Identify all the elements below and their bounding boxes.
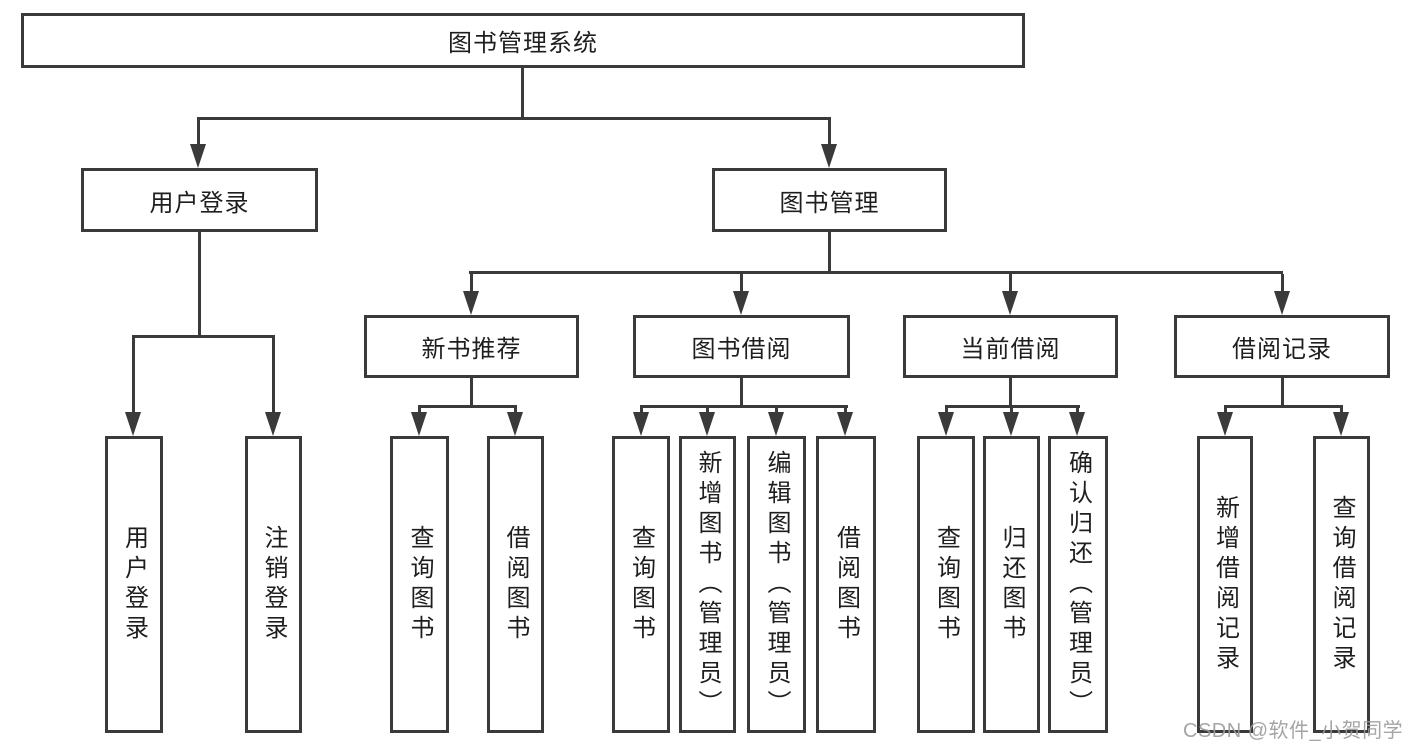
leaf-edit-books-admin-label: 编辑图书（管理员） xyxy=(763,449,790,720)
node-root: 图书管理系统 xyxy=(21,13,1025,68)
arrowhead-down xyxy=(265,412,281,436)
leaf-add-books-admin-label: 新增图书（管理员） xyxy=(694,449,721,720)
node-user-login: 用户登录 xyxy=(81,168,318,232)
csdn-watermark: CSDN @软件_小贺同学 xyxy=(1183,720,1404,742)
connector-hline xyxy=(197,117,831,120)
connector-vline xyxy=(1009,378,1012,405)
leaf-add-borrow-record: 新增借阅记录 xyxy=(1197,436,1253,733)
connector-hline xyxy=(469,271,1283,274)
connector-vline xyxy=(521,68,524,117)
connector-vline xyxy=(740,274,743,293)
arrowhead-down xyxy=(1217,412,1233,436)
leaf-query-books-borrowing: 查询图书 xyxy=(612,436,670,733)
arrowhead-down xyxy=(411,412,427,436)
leaf-add-books-admin: 新增图书（管理员） xyxy=(679,436,736,733)
connector-vline xyxy=(470,378,473,405)
connector-hline xyxy=(640,405,848,408)
connector-vline xyxy=(740,378,743,405)
arrowhead-down xyxy=(1003,412,1019,436)
leaf-query-borrow-record: 查询借阅记录 xyxy=(1313,436,1370,733)
node-user-login-label: 用户登录 xyxy=(149,189,250,217)
connector-vline xyxy=(1281,274,1284,293)
node-root-label: 图书管理系统 xyxy=(448,30,598,57)
leaf-confirm-return-admin-label: 确认归还（管理员） xyxy=(1064,449,1092,720)
node-new-book-recommendation-label: 新书推荐 xyxy=(421,336,522,363)
node-new-book-recommendation: 新书推荐 xyxy=(364,315,579,378)
leaf-query-books-recommend: 查询图书 xyxy=(390,436,449,733)
node-book-management-label: 图书管理 xyxy=(779,189,880,217)
leaf-return-books: 归还图书 xyxy=(983,436,1040,733)
leaf-query-books-current-label: 查询图书 xyxy=(932,524,960,645)
leaf-borrow-books: 借阅图书 xyxy=(816,436,876,733)
leaf-return-books-label: 归还图书 xyxy=(998,524,1025,645)
arrowhead-down xyxy=(1274,291,1290,315)
arrowhead-down xyxy=(190,144,206,168)
connector-vline xyxy=(1281,378,1284,405)
arrowhead-down xyxy=(1002,291,1018,315)
arrowhead-down xyxy=(733,291,749,315)
connector-vline xyxy=(132,338,135,414)
connector-hline xyxy=(945,405,1080,408)
leaf-logout-label: 注销登录 xyxy=(260,524,287,645)
leaf-user-login-label: 用户登录 xyxy=(120,524,148,645)
arrowhead-down xyxy=(821,144,837,168)
connector-vline xyxy=(470,274,473,293)
arrowhead-down xyxy=(125,412,141,436)
leaf-logout: 注销登录 xyxy=(245,436,302,733)
node-borrowing-records-label: 借阅记录 xyxy=(1232,336,1332,363)
leaf-query-borrow-record-label: 查询借阅记录 xyxy=(1328,494,1355,675)
node-book-borrowing-label: 图书借阅 xyxy=(691,336,792,363)
leaf-user-login: 用户登录 xyxy=(105,436,163,733)
leaf-borrow-books-label: 借阅图书 xyxy=(832,524,860,645)
leaf-query-books-current: 查询图书 xyxy=(917,436,975,733)
connector-vline xyxy=(828,120,831,147)
leaf-edit-books-admin: 编辑图书（管理员） xyxy=(747,436,806,733)
arrowhead-down xyxy=(837,412,853,436)
leaf-borrow-books-recommend-label: 借阅图书 xyxy=(502,524,529,645)
node-current-borrowing: 当前借阅 xyxy=(903,315,1118,378)
leaf-confirm-return-admin: 确认归还（管理员） xyxy=(1048,436,1108,733)
arrowhead-down xyxy=(1069,412,1085,436)
arrowhead-down xyxy=(633,412,649,436)
connector-vline xyxy=(272,338,275,414)
arrowhead-down xyxy=(768,412,784,436)
connector-vline xyxy=(1009,274,1012,293)
arrowhead-down xyxy=(463,291,479,315)
connector-vline xyxy=(828,232,831,271)
connector-hline xyxy=(1224,405,1343,408)
node-borrowing-records: 借阅记录 xyxy=(1174,315,1390,378)
node-book-borrowing: 图书借阅 xyxy=(633,315,850,378)
arrowhead-down xyxy=(938,412,954,436)
arrowhead-down xyxy=(507,412,523,436)
leaf-query-books-recommend-label: 查询图书 xyxy=(406,524,433,645)
node-book-management: 图书管理 xyxy=(712,168,947,232)
leaf-add-borrow-record-label: 新增借阅记录 xyxy=(1211,494,1239,675)
leaf-borrow-books-recommend: 借阅图书 xyxy=(487,436,544,733)
connector-hline xyxy=(132,335,275,338)
connector-hline xyxy=(418,405,517,408)
node-current-borrowing-label: 当前借阅 xyxy=(960,336,1061,363)
arrowhead-down xyxy=(1333,412,1349,436)
leaf-query-books-borrowing-label: 查询图书 xyxy=(627,524,655,645)
arrowhead-down xyxy=(699,412,715,436)
connector-vline xyxy=(197,120,200,147)
connector-vline xyxy=(198,232,201,335)
